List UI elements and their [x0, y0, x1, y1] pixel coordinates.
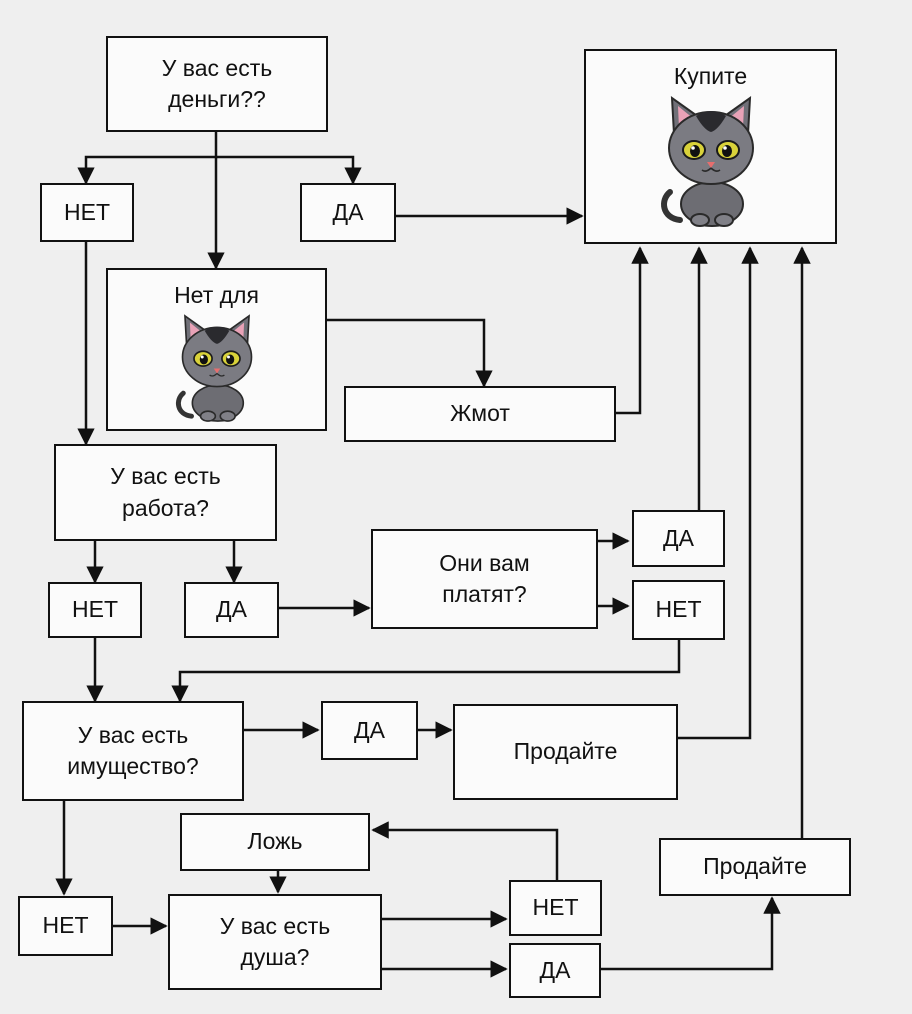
cat-icon: [175, 314, 252, 422]
arrow-not-for-cat-to-miser: [327, 318, 493, 388]
question-money: У вас есть деньги??: [106, 36, 328, 132]
soul-yes-node: ДА: [509, 943, 601, 998]
not-for-cat-box: Нет для: [106, 268, 327, 431]
lie-node: Ложь: [180, 813, 370, 871]
money-no-node: НЕТ: [40, 183, 134, 242]
arrow-paid-no-to-property: [171, 640, 681, 703]
money-yes-node: ДА: [300, 183, 396, 242]
property-yes-node: ДА: [321, 701, 418, 760]
soul-no-node: НЕТ: [509, 880, 602, 936]
arrow-soul-no-to-lie: [371, 821, 559, 880]
paid-no-node: НЕТ: [632, 580, 725, 640]
buy-box: Купите: [584, 49, 837, 244]
question-paid: Они вам платят?: [371, 529, 598, 629]
arrow-money-to-no: [77, 132, 218, 185]
paid-yes-node: ДА: [632, 510, 725, 567]
arrow-miser-to-buy: [616, 246, 649, 415]
sell-soul-node: Продайте: [659, 838, 851, 896]
not-for-cat-label: Нет для: [174, 282, 259, 308]
job-no-node: НЕТ: [48, 582, 142, 638]
arrow-soul-yes-to-sell-soul: [601, 896, 781, 971]
property-no-node: НЕТ: [18, 896, 113, 956]
cat-icon: [660, 96, 754, 228]
sell-property-node: Продайте: [453, 704, 678, 800]
arrow-sell-property-to-buy: [678, 246, 759, 740]
question-job: У вас есть работа?: [54, 444, 277, 541]
miser-node: Жмот: [344, 386, 616, 442]
buy-label: Купите: [673, 63, 748, 89]
question-soul: У вас есть душа?: [168, 894, 382, 990]
question-property: У вас есть имущество?: [22, 701, 244, 801]
job-yes-node: ДА: [184, 582, 279, 638]
arrow-money-to-yes: [216, 155, 362, 185]
